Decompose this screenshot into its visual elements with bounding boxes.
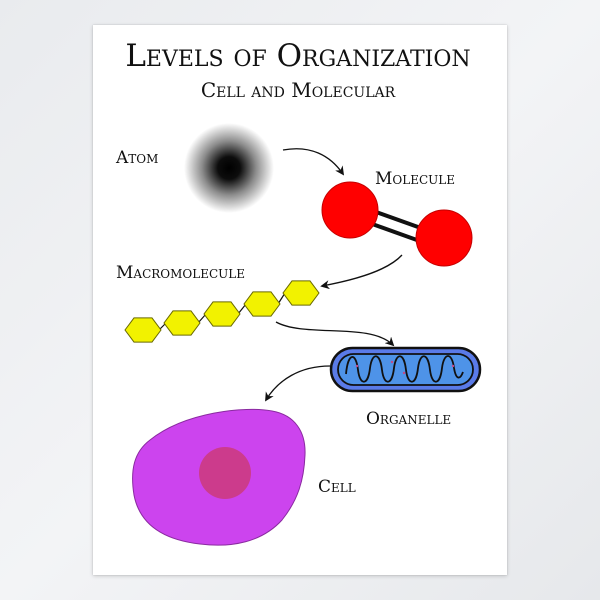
label-atom: Atom [115,148,158,168]
organelle-shape [329,346,482,393]
hexagon-unit [124,317,162,343]
arrow-macromolecule-to-organelle [275,321,395,347]
arrow-molecule-to-macromolecule [320,254,403,290]
molecule-shape [321,181,473,267]
hexagon-unit [282,280,320,306]
cell-shape [132,408,306,546]
macromolecule-chain [124,280,320,343]
hexagon-unit [163,310,201,336]
nucleus-shape [199,447,251,499]
page-subtitle: Cell and Molecular [201,78,396,102]
atom-shape [184,123,274,213]
label-organelle: Organelle [366,409,451,429]
page-title: Levels of Organization [125,38,470,74]
label-cell: Cell [318,477,356,497]
hexagon-unit [243,291,281,317]
label-macromolecule: Macromolecule [116,263,245,283]
arrow-organelle-to-cell [265,365,331,402]
hexagon-unit [203,301,241,327]
label-molecule: Molecule [375,169,455,189]
arrow-atom-to-molecule [282,148,345,176]
